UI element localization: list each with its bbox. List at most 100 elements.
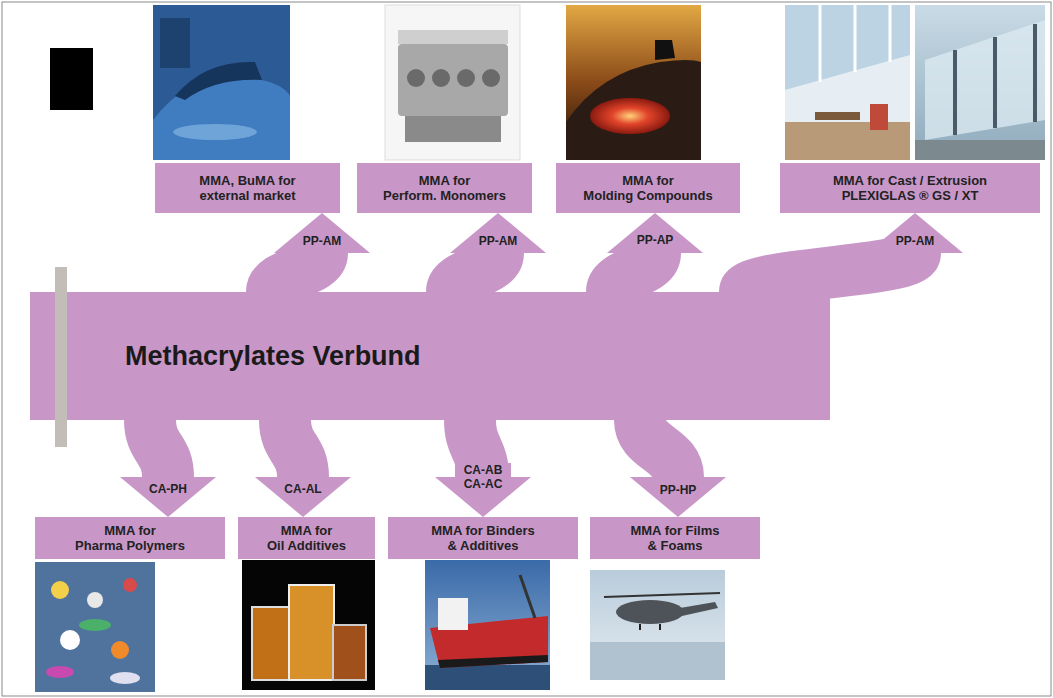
ship-photo	[425, 560, 550, 690]
arrow-head	[867, 213, 963, 253]
flow-arrow	[450, 213, 546, 292]
barrier-post	[1033, 24, 1037, 122]
engine-base	[405, 116, 501, 142]
beaker	[333, 625, 366, 680]
product-box: MMA for Oil Additives	[238, 517, 375, 559]
department-code: PP-AM	[893, 234, 938, 248]
arrow-shaft	[640, 420, 678, 477]
box-label: MMA for Films & Foams	[620, 523, 730, 553]
pill	[87, 592, 103, 608]
band-title: Methacrylates Verbund	[125, 340, 421, 372]
photo-ground	[425, 560, 550, 690]
black-square	[50, 48, 93, 110]
worker-figure	[160, 18, 190, 68]
car-fin	[655, 40, 675, 60]
box-label: MMA, BuMA for external market	[178, 173, 318, 203]
flow-arrow	[745, 213, 963, 292]
flow-arrow	[435, 420, 531, 517]
oil-beakers-photo	[242, 560, 375, 690]
capsule	[110, 672, 140, 684]
product-box: MMA for Pharma Polymers	[35, 517, 225, 559]
pill	[60, 630, 80, 650]
room-floor	[785, 122, 910, 160]
flow-arrow	[120, 420, 216, 517]
product-box: MMA for Binders & Additives	[388, 517, 578, 559]
capsule	[79, 619, 111, 631]
beaker	[289, 585, 334, 680]
photo-ground	[785, 5, 910, 160]
arrow-head	[120, 477, 216, 517]
arrow-shaft	[285, 420, 303, 477]
crane	[520, 575, 535, 618]
cylinder	[482, 69, 500, 87]
box-label: MMA for Pharma Polymers	[68, 523, 193, 553]
roof-beam	[889, 5, 892, 62]
engine-head	[398, 30, 508, 44]
box-label: MMA for Binders & Additives	[413, 523, 553, 553]
grey-bar	[55, 267, 67, 447]
sea	[590, 642, 725, 680]
flow-arrow	[255, 420, 351, 517]
helicopter-body	[616, 600, 684, 624]
box-label: MMA for Cast / Extrusion PLEXIGLAS ® GS …	[810, 173, 1010, 203]
capsule	[46, 666, 74, 678]
arrow-head	[274, 213, 370, 253]
photo-ground	[915, 5, 1045, 160]
cylinder	[457, 69, 475, 87]
pills-photo	[35, 562, 155, 692]
arrow-head	[630, 477, 726, 517]
cylinder	[407, 69, 425, 87]
pill	[123, 578, 137, 592]
arrow-shaft	[150, 420, 168, 477]
car-body	[153, 77, 290, 160]
cylinder	[432, 69, 450, 87]
barrier-post	[993, 37, 997, 128]
product-box: MMA for Molding Compounds	[556, 163, 740, 213]
flow-arrow	[272, 213, 370, 292]
roof-glass	[785, 5, 910, 90]
glass-roof-photo	[785, 5, 910, 160]
verbund-band: Methacrylates Verbund	[67, 292, 830, 420]
wheel-strut	[639, 624, 641, 630]
chair	[870, 104, 888, 130]
pill	[51, 581, 69, 599]
arrow-shaft	[272, 253, 322, 292]
department-code: PP-HP	[657, 483, 700, 497]
department-code: PP-AP	[634, 233, 677, 247]
arrow-head	[607, 213, 703, 253]
department-code: CA-AL	[281, 482, 324, 496]
box-label: MMA for Molding Compounds	[581, 173, 716, 203]
roof-beam	[854, 5, 857, 72]
photo-ground	[590, 570, 725, 680]
box-label: MMA for Perform. Monomers	[382, 173, 507, 203]
department-code: CA-AB CA-AC	[455, 463, 511, 491]
roof-beam	[819, 5, 822, 82]
car-photo	[153, 5, 290, 160]
photo-ground	[35, 562, 155, 692]
beaker	[252, 607, 292, 680]
arrow-head	[450, 213, 546, 253]
flow-arrow	[630, 420, 726, 517]
table	[815, 112, 860, 120]
department-code: CA-PH	[146, 482, 190, 496]
arrow-shaft	[452, 253, 498, 292]
photo-ground	[566, 5, 701, 160]
helicopter-photo	[590, 570, 725, 680]
flow-arrow	[607, 213, 703, 292]
engine-photo	[385, 5, 520, 160]
superstructure	[438, 598, 468, 630]
product-box: MMA for Films & Foams	[590, 517, 760, 559]
pill	[111, 641, 129, 659]
department-code: PP-AM	[300, 234, 345, 248]
product-box: MMA, BuMA for external market	[155, 163, 340, 213]
engine-block	[398, 44, 508, 116]
arrow-head	[255, 477, 351, 517]
car-highlight	[173, 124, 257, 140]
wheel-strut	[659, 624, 661, 630]
glass-panels	[925, 20, 1045, 140]
water	[425, 665, 550, 690]
barrier-post	[953, 50, 957, 135]
photo-ground	[153, 5, 290, 160]
